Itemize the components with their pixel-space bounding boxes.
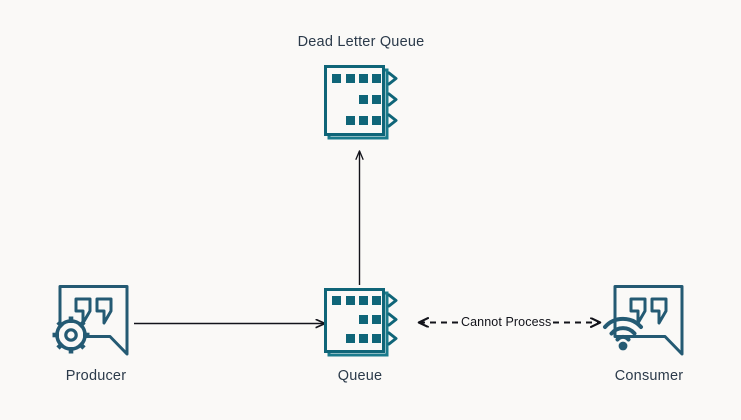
message-queue-icon (313, 287, 407, 359)
node-dead-letter-queue[interactable] (313, 64, 407, 144)
node-label-producer: Producer (65, 368, 127, 384)
dead-letter-queue-label: Dead Letter Queue (297, 34, 425, 50)
node-label-consumer: Consumer (614, 368, 684, 384)
node-producer[interactable]: Producer (48, 283, 144, 384)
node-label-queue: Queue (337, 368, 383, 384)
edge-label-cannot-process: Cannot Process (459, 315, 554, 329)
node-queue[interactable]: Queue (313, 287, 407, 384)
node-consumer[interactable]: Consumer (601, 283, 697, 384)
speech-bubble-wifi-icon (601, 283, 697, 359)
message-queue-icon (313, 64, 407, 144)
speech-bubble-gear-icon (48, 283, 144, 359)
